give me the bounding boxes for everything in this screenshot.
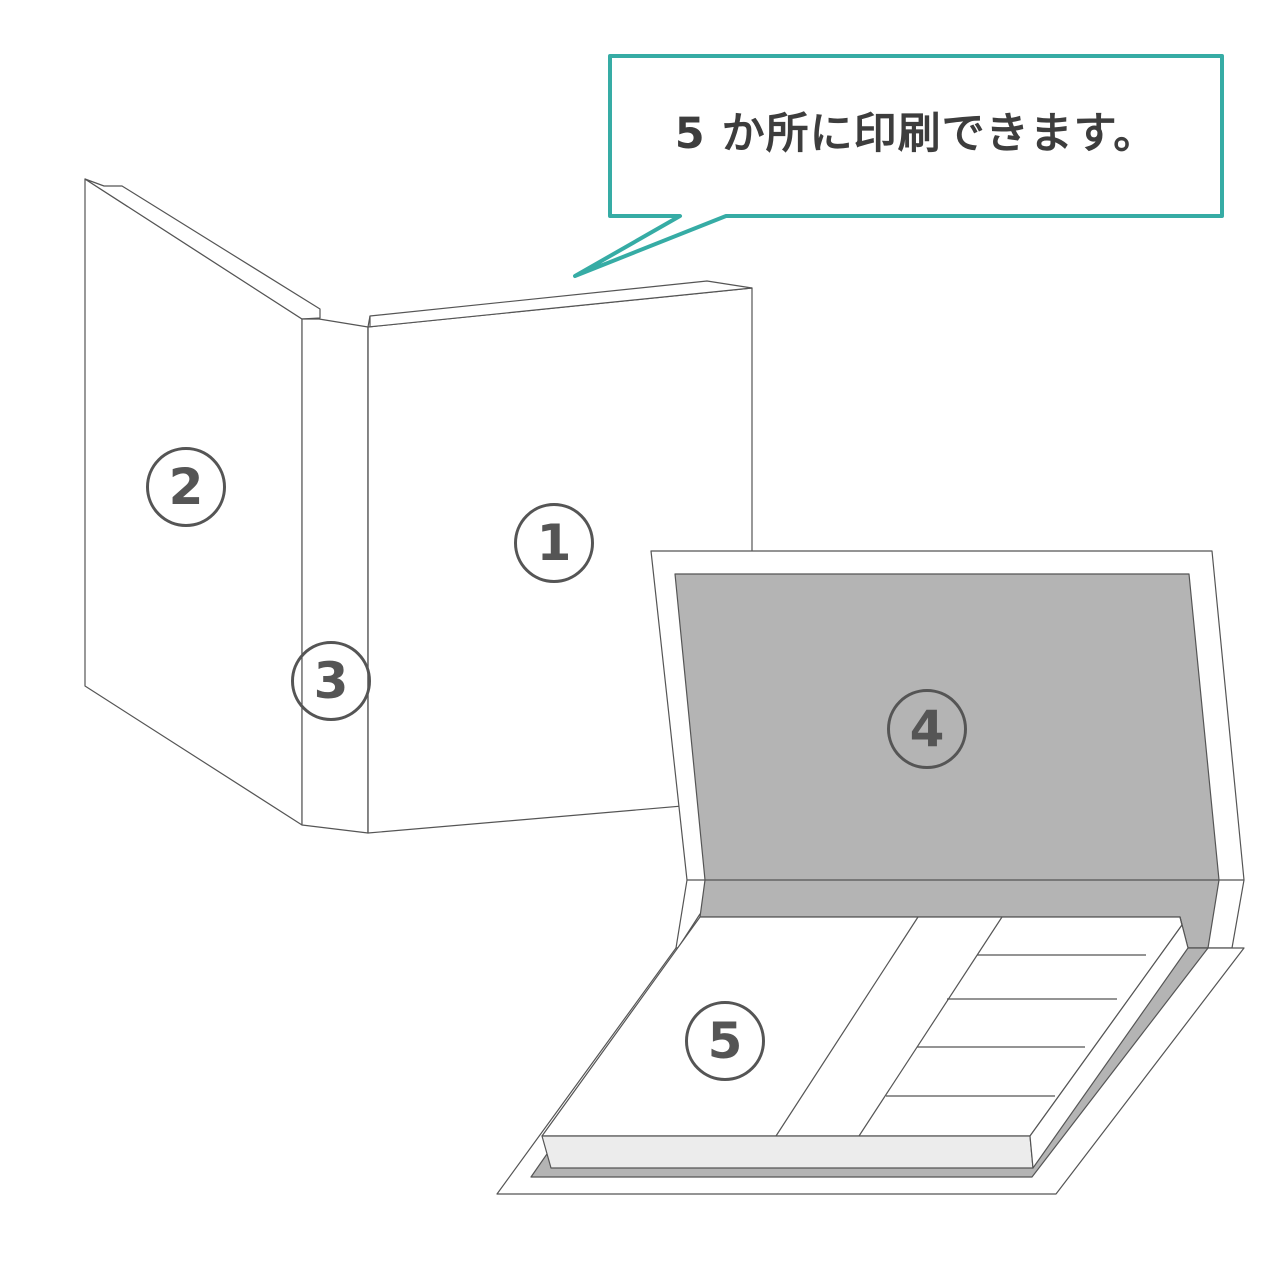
callout-outline: [573, 54, 1224, 278]
marker-3-label: 3: [313, 652, 349, 710]
marker-2-label: 2: [168, 458, 204, 516]
callout-text: 5 か所に印刷できます。: [674, 109, 1158, 159]
callout-bubble: [573, 54, 1224, 278]
open-box: [496, 550, 1245, 1195]
spine-panel: [301, 318, 369, 834]
marker-2-back-cover: 2: [146, 447, 226, 527]
marker-5-label: 5: [707, 1012, 743, 1070]
marker-1-label: 1: [536, 514, 572, 572]
tray-divider: [775, 916, 919, 1137]
tray-front-edge: [541, 1135, 1034, 1169]
tray-divider: [858, 916, 1003, 1137]
marker-4-label: 4: [909, 700, 945, 758]
tray-right-edge: [1029, 916, 1189, 1169]
closed-binder: [84, 178, 753, 834]
marker-1-front-cover: 1: [514, 503, 594, 583]
marker-5-inner-tray: 5: [685, 1001, 765, 1081]
front-cover-top-edge: [367, 280, 753, 328]
marker-4-inside-lid: 4: [887, 689, 967, 769]
marker-3-spine: 3: [291, 641, 371, 721]
